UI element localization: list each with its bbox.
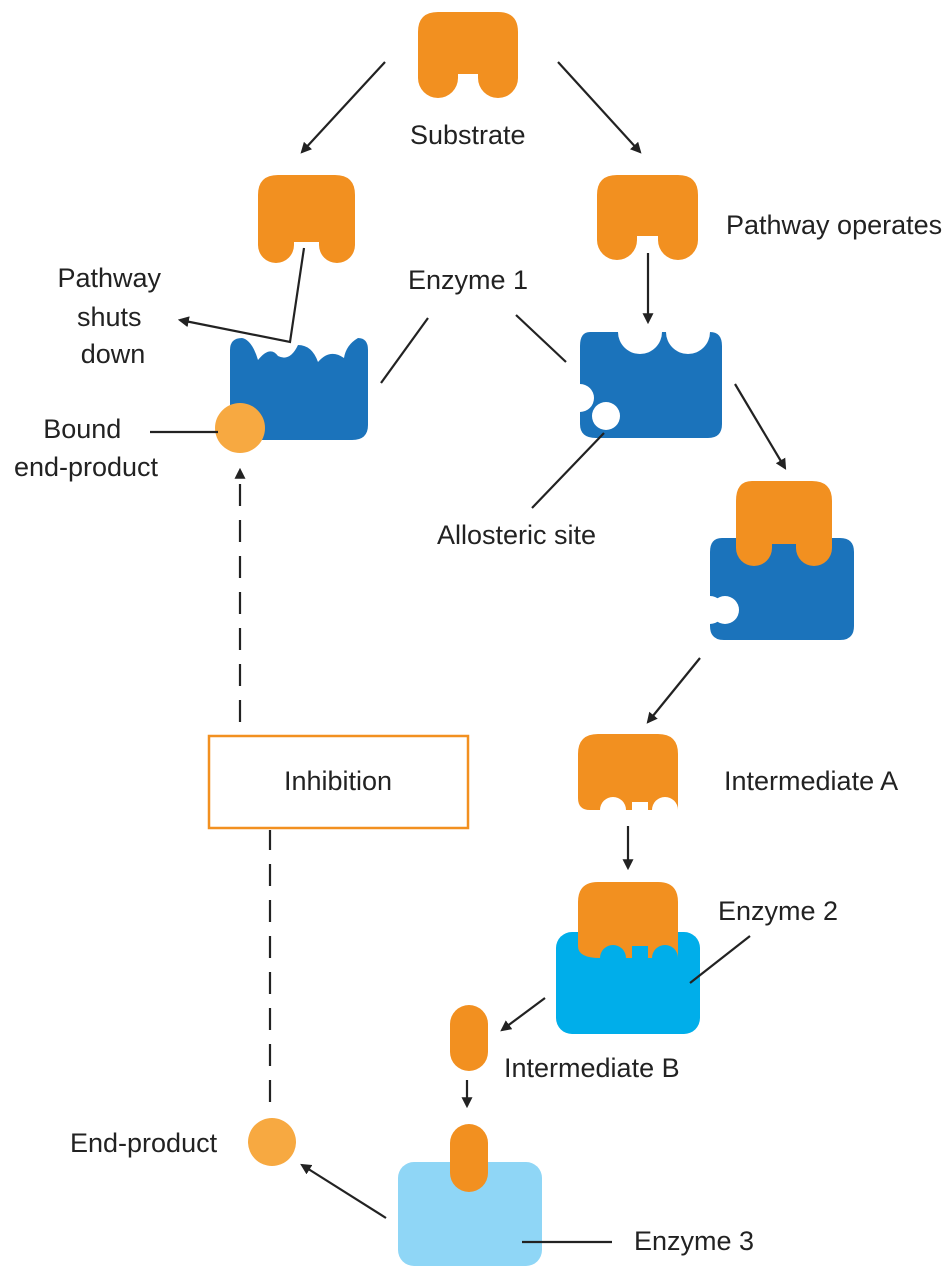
arrow-enzyme-1-to-complex (734, 383, 787, 470)
enzyme-2-label: Enzyme 2 (718, 896, 838, 926)
complex-allosteric-notch (711, 596, 739, 624)
allosteric-site-notch (592, 402, 620, 430)
enzyme-3-label: Enzyme 3 (634, 1226, 754, 1256)
allosteric-site-pointer (531, 432, 605, 509)
enzyme-3-substrate-shape (450, 1124, 488, 1192)
intermediate-a-shape (578, 734, 678, 810)
arrow-enzyme-2-to-intermediate-b (500, 997, 546, 1032)
enzyme-3-shape (398, 1162, 542, 1266)
intermediate-b-label: Intermediate B (504, 1053, 680, 1083)
arrow-enzyme-3-to-end-product (300, 1163, 387, 1219)
enzyme-substrate-complex-enzyme (710, 538, 854, 640)
end-product-circle (248, 1118, 296, 1166)
pathway-shuts-down-label: Pathway shuts down (57, 263, 168, 369)
enzyme-2-substrate-shape (578, 882, 678, 958)
bound-end-product-circle (215, 403, 265, 453)
substrate-left-shape (258, 175, 355, 263)
inhibition-box (207, 734, 470, 830)
enzyme-1-label: Enzyme 1 (408, 265, 528, 295)
enzyme-substrate-complex-substrate (736, 481, 832, 566)
arrow-substrate-left (300, 61, 386, 154)
bound-end-product-label: Bound end-product (14, 414, 159, 482)
substrate-label: Substrate (410, 120, 526, 150)
end-product-label: End-product (70, 1128, 218, 1158)
pathway-operates-label: Pathway operates (726, 210, 942, 240)
intermediate-b-shape (450, 1005, 488, 1071)
substrate-shape (418, 12, 518, 98)
arrow-complex-to-intermediate-a (646, 657, 701, 724)
enzyme-1-pointer-left (380, 317, 429, 384)
arrow-pathway-shuts-down (177, 247, 306, 344)
allosteric-site-label: Allosteric site (437, 520, 596, 550)
intermediate-a-label: Intermediate A (724, 766, 898, 796)
inhibition-label: Inhibition (284, 766, 392, 796)
substrate-right-shape (597, 175, 698, 260)
arrow-substrate-right (557, 61, 642, 154)
enzyme-1-pointer-right (515, 314, 567, 363)
enzyme-2-pointer (689, 935, 751, 984)
enzyme-1-inhibited-shape (230, 338, 368, 440)
